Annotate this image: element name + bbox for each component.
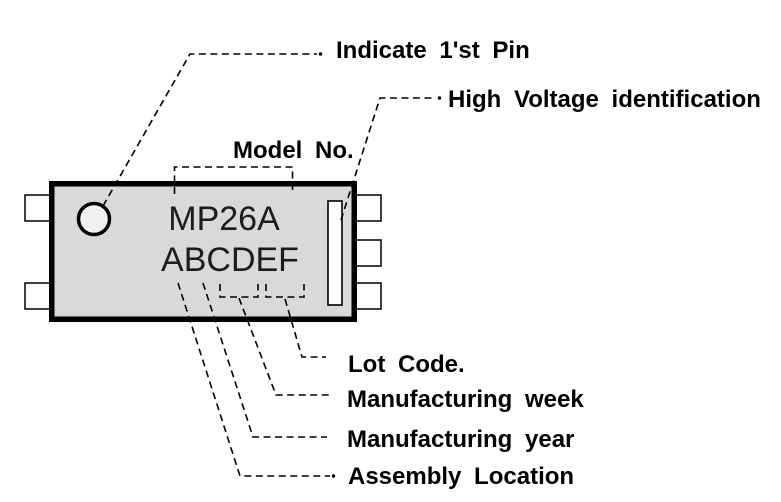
leader-line-pin1 <box>102 53 317 207</box>
label-indicate-pin: Indicate 1'st Pin <box>336 37 530 64</box>
leader-line-year <box>202 282 327 438</box>
label-manufacturing-year: Manufacturing year <box>347 426 574 453</box>
high-voltage-bar <box>327 200 343 306</box>
label-model-no: Model No. <box>233 137 354 164</box>
leader-line-high-voltage <box>340 97 436 221</box>
pin1-indicator-circle <box>76 201 112 237</box>
chip-marking-line1: MP26A <box>168 200 280 238</box>
bracket-lot-chars <box>265 284 305 298</box>
pin-left-bottom <box>24 282 52 310</box>
label-assembly-location: Assembly Location <box>348 463 574 490</box>
leader-dot-pin1 <box>318 52 323 56</box>
callout-labels: Indicate 1'st Pin High Voltage identific… <box>233 37 761 490</box>
pin-left-top <box>24 194 52 222</box>
bracket-model-no <box>173 166 294 194</box>
label-lot-code: Lot Code. <box>348 351 465 378</box>
package-pins <box>24 194 382 310</box>
leader-lines <box>102 52 442 478</box>
label-high-voltage: High Voltage identification <box>448 86 761 113</box>
pin-right-bottom <box>354 282 382 310</box>
leader-dot-high-voltage <box>437 96 442 100</box>
bracket-week-chars <box>219 284 259 298</box>
pin-right-top <box>354 194 382 222</box>
leader-line-week <box>238 297 331 396</box>
label-manufacturing-week: Manufacturing week <box>347 386 584 413</box>
chip-marking-line2: ABCDEF <box>161 241 299 279</box>
leader-line-lot-code <box>284 298 326 358</box>
leader-dot-assembly <box>331 474 336 478</box>
pin-right-middle <box>354 239 382 267</box>
